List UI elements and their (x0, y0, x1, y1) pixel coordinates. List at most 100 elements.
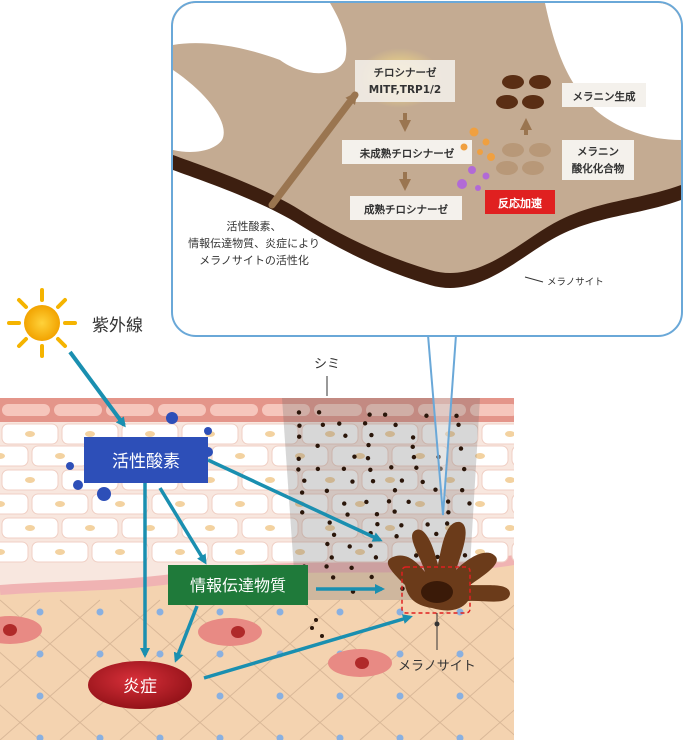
cell-nucleus (325, 525, 335, 531)
melanin-dot (368, 543, 373, 548)
cell-nucleus (355, 501, 365, 507)
dermis-cell-nucleus (355, 657, 369, 669)
reactive-particles (457, 127, 495, 191)
melanin-dot (296, 467, 301, 472)
lattice-node (36, 650, 44, 658)
callout-pointer (427, 334, 457, 516)
lattice-node (216, 692, 224, 700)
activation-label-2: 情報伝達物質、炎症により (188, 236, 320, 250)
melanin-gen-box: メラニン生成 (562, 83, 646, 107)
lattice-node (396, 650, 404, 658)
corneum-cell (470, 404, 514, 416)
melanin-dot (374, 512, 380, 517)
melanin-dot (352, 454, 357, 459)
melanocyte-zoom-leader (524, 276, 544, 283)
melanin-dot (458, 446, 464, 451)
cell-nucleus (25, 431, 35, 437)
lattice-line (419, 657, 514, 740)
inflammation-label: 炎症 (123, 677, 157, 697)
lattice-line (600, 600, 685, 740)
cell-nucleus (475, 453, 485, 459)
lattice-node (276, 692, 284, 700)
cell-nucleus (0, 453, 5, 459)
epidermal-cell (0, 493, 29, 515)
melanin-dot (392, 509, 397, 514)
melanin-dot (316, 410, 322, 415)
melanin-dot (325, 541, 330, 547)
cell-nucleus (25, 525, 35, 531)
cell-nucleus (385, 525, 395, 531)
lattice-line (0, 704, 41, 740)
melanin-dot (393, 422, 398, 428)
spot-label: シミ (314, 357, 340, 372)
melanin-dot (459, 488, 465, 493)
inflammation-marker: 炎症 (88, 661, 192, 709)
cell-nucleus (325, 477, 335, 483)
melanin-dot (367, 412, 372, 417)
melanin-dot (320, 422, 326, 427)
cell-nucleus (505, 525, 514, 531)
cell-nucleus (55, 549, 65, 555)
cell-nucleus (445, 477, 455, 483)
corneum-cell (2, 404, 50, 416)
melanin-dot (343, 433, 348, 438)
melanin-dot (410, 444, 415, 450)
melanin-dot (462, 466, 467, 472)
melanin-dot (375, 522, 380, 527)
cell-nucleus (85, 431, 95, 437)
corneum-cell (54, 404, 102, 416)
melanin-dot (411, 454, 417, 460)
melanin-dot (456, 422, 461, 428)
epidermal-cell (481, 517, 514, 539)
cell-nucleus (475, 501, 485, 507)
melanin-dot (364, 499, 369, 505)
zoom-callout: チロシナーゼ MITF,TRP1/2 未成熟チロシナーゼ 成熟チロシナーゼ (171, 1, 683, 516)
cell-nucleus (55, 453, 65, 459)
tyrosinase-label: チロシナーゼ (374, 66, 437, 79)
melanin-dot (365, 455, 371, 461)
cell-nucleus (265, 477, 275, 483)
cell-nucleus (85, 525, 95, 531)
cell-nucleus (205, 525, 215, 531)
messenger-box: 情報伝達物質 (168, 565, 308, 605)
lattice-line (600, 600, 685, 740)
mature-label: 成熟チロシナーゼ (364, 203, 448, 216)
cell-nucleus (175, 501, 185, 507)
lattice-node (96, 734, 104, 740)
melanin-dot (382, 412, 388, 417)
lattice-line (239, 599, 401, 740)
melanin-dot (399, 478, 405, 483)
cell-nucleus (355, 453, 365, 459)
melanocyte-label: メラノサイト (398, 659, 476, 674)
immature-box: 未成熟チロシナーゼ (342, 140, 472, 164)
cell-nucleus (385, 431, 395, 437)
melanin-dot (342, 501, 347, 506)
melanocyte-highlight-box (401, 566, 471, 614)
melanin-dot (315, 443, 320, 449)
melanin-dot (296, 434, 302, 439)
cell-nucleus (325, 431, 335, 437)
lattice-line (660, 600, 685, 740)
activation-label-3: メラノサイトの活性化 (199, 253, 309, 267)
cell-nucleus (235, 501, 245, 507)
melanin-dot (329, 555, 334, 560)
melanin-dot (331, 532, 337, 537)
cell-nucleus (265, 431, 275, 437)
cell-nucleus (415, 501, 425, 507)
melanin-dot (324, 488, 330, 494)
sun-icon (7, 288, 77, 358)
extracellular-void (545, 3, 681, 140)
cell-nucleus (115, 549, 125, 555)
immature-label: 未成熟チロシナーゼ (359, 147, 455, 160)
melanin-dot (414, 465, 419, 470)
lattice-node (156, 608, 164, 616)
cell-nucleus (265, 525, 275, 531)
lattice-node (396, 734, 404, 740)
melanin-dot (444, 521, 450, 526)
melanin-dot (373, 555, 379, 560)
melanin-dot (434, 531, 439, 537)
lattice-node (336, 692, 344, 700)
lattice-node (336, 608, 344, 616)
